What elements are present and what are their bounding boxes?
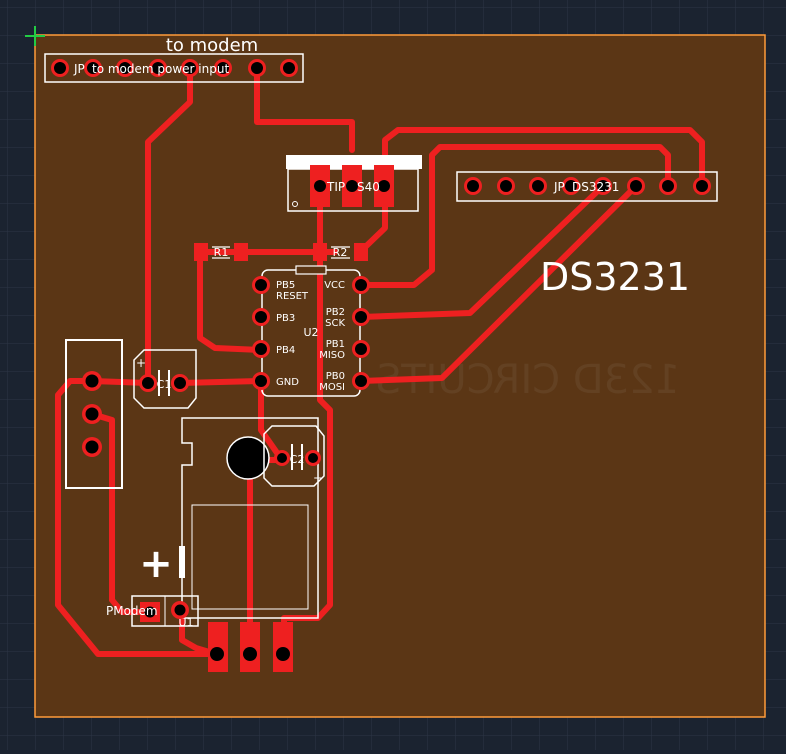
- u2-label: U2: [303, 326, 318, 339]
- mounting-hole: [226, 436, 270, 480]
- c2-plus: +: [313, 471, 323, 485]
- pmodem-header[interactable]: + PModem: [106, 541, 199, 627]
- modem-header-title: to modem: [166, 35, 258, 56]
- pin-mosi: MOSI: [319, 382, 345, 393]
- rtc-big-label: DS3231: [540, 255, 690, 299]
- c1-plus: +: [136, 356, 146, 370]
- pin-pb3: PB3: [276, 313, 295, 324]
- pin-pb1: PB1: [326, 339, 345, 350]
- r2-label: R2: [333, 246, 348, 259]
- c2-label: C2: [290, 453, 305, 466]
- regulator-value: S40: [357, 180, 380, 194]
- regulator-ref: TIP: [326, 180, 345, 194]
- regulator-pin1-mark: [292, 201, 298, 207]
- regulator-tip[interactable]: TIP S40: [286, 155, 422, 212]
- power-plus-sign: +: [139, 541, 173, 587]
- rtc-header-ref: JP: [553, 180, 565, 194]
- bottom-pads[interactable]: [208, 622, 293, 672]
- rtc-header-outline: [456, 171, 718, 202]
- pmodem-label: PModem: [106, 604, 158, 618]
- rtc-header[interactable]: JP DS3231: [456, 171, 718, 202]
- pin-pb5: PB5: [276, 280, 295, 291]
- origin-crosshair-icon: [25, 26, 45, 46]
- c1-label: C1: [157, 378, 172, 391]
- pin-gnd: GND: [276, 377, 299, 388]
- modem-header[interactable]: to modem JP to modem power input: [44, 35, 304, 83]
- modem-header-value: to modem power input: [92, 62, 229, 76]
- pin-sck: SCK: [325, 318, 345, 329]
- modem-header-pads[interactable]: [51, 59, 298, 77]
- pin-pb4: PB4: [276, 345, 295, 356]
- r1-label: R1: [214, 246, 229, 259]
- left-connector[interactable]: [65, 339, 123, 489]
- module-u1[interactable]: U1: [178, 417, 319, 629]
- rtc-header-value: DS3231: [572, 180, 619, 194]
- ic-notch: [295, 265, 327, 275]
- left-connector-outline: [65, 339, 123, 489]
- pin-pb0: PB0: [326, 371, 345, 382]
- resistor-r1[interactable]: R1: [194, 243, 248, 261]
- capacitor-c2[interactable]: C2 +: [263, 425, 325, 487]
- ic-u2[interactable]: PB5 RESET PB3 PB4 GND VCC PB2 SCK PB1 MI…: [252, 265, 370, 397]
- modem-header-ref: JP: [73, 62, 85, 76]
- pin-miso: MISO: [319, 350, 345, 361]
- pin-vcc: VCC: [324, 280, 345, 291]
- pin-pb2: PB2: [326, 307, 345, 318]
- capacitor-c1[interactable]: + C1: [133, 349, 197, 409]
- modem-header-outline: [44, 53, 304, 83]
- resistor-r2[interactable]: R2: [313, 243, 368, 261]
- pin-reset: RESET: [276, 291, 309, 302]
